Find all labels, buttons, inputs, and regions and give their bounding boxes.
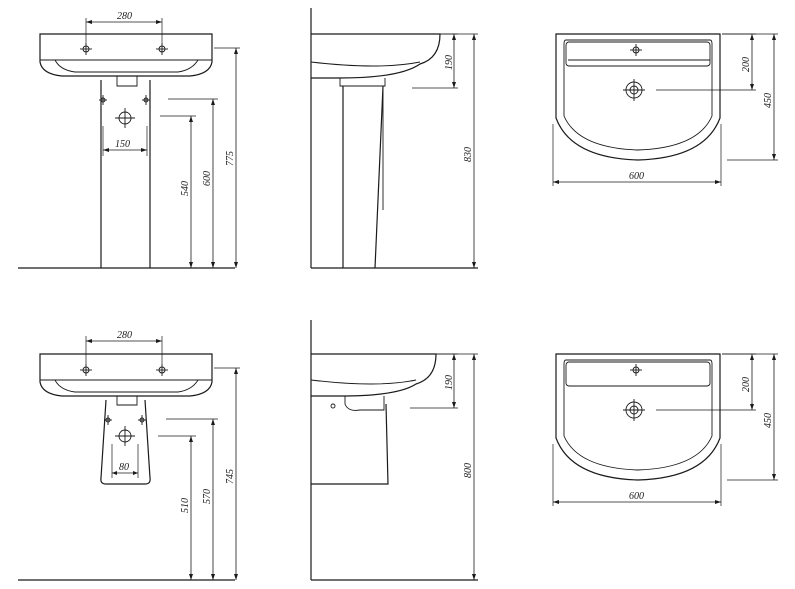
top-side-view: 190 830: [310, 8, 478, 269]
dim-inlet-height: 570: [202, 489, 213, 504]
tap-hole-left-icon: [79, 363, 93, 377]
top-plan-view: 200 450 600: [552, 33, 778, 186]
drain-icon: [622, 398, 646, 422]
tap-hole-icon: [629, 363, 643, 377]
dim-plan-depth: 450: [763, 93, 774, 108]
waste-outlet-icon: [115, 426, 135, 446]
bottom-side-view: 190 800: [310, 320, 478, 581]
dim-waste-height: 540: [180, 181, 191, 196]
basin-side-outline: [311, 33, 441, 79]
drain-icon: [622, 78, 646, 102]
dim-rim-height: 775: [225, 151, 236, 166]
dim-side-waste: 190: [444, 55, 455, 70]
waste-outlet-icon: [115, 108, 135, 128]
dim-waste-width: 80: [119, 462, 129, 473]
dim-side-total: 830: [463, 147, 474, 162]
tap-hole-right-icon: [155, 42, 169, 56]
dim-side-total: 800: [463, 463, 474, 478]
dim-tap-spacing: 280: [117, 11, 132, 22]
dim-plan-depth: 450: [763, 413, 774, 428]
pedestal-outline: [100, 80, 151, 268]
tap-hole-right-icon: [155, 363, 169, 377]
dim-side-waste: 190: [444, 375, 455, 390]
dim-plan-tap: 200: [741, 377, 752, 392]
dim-waste-height: 510: [180, 498, 191, 513]
basin-side-outline: [311, 353, 437, 397]
tap-hole-icon: [629, 43, 643, 57]
tap-hole-left-icon: [79, 42, 93, 56]
dim-tap-spacing: 280: [117, 330, 132, 341]
pedestal-side-outline: [342, 85, 384, 269]
dim-waste-width: 150: [115, 139, 130, 150]
basin-outline: [39, 353, 213, 397]
dim-plan-width: 600: [629, 491, 644, 502]
semi-pedestal-side-outline: [311, 403, 389, 485]
bottom-plan-view: 200 450 600: [552, 353, 778, 506]
basin-plan-outline: [555, 33, 721, 161]
dim-inlet-height: 600: [202, 171, 213, 186]
basin-outline: [39, 33, 213, 77]
top-front-view: 280 150 540 600 775: [18, 11, 240, 269]
semi-pedestal-outline: [100, 399, 151, 485]
dim-rim-height: 745: [225, 469, 236, 484]
basin-plan-outline: [555, 353, 721, 481]
dim-plan-width: 600: [629, 171, 644, 182]
dim-plan-tap: 200: [741, 57, 752, 72]
bottom-front-view: 280 80 510 570 745: [18, 330, 240, 581]
